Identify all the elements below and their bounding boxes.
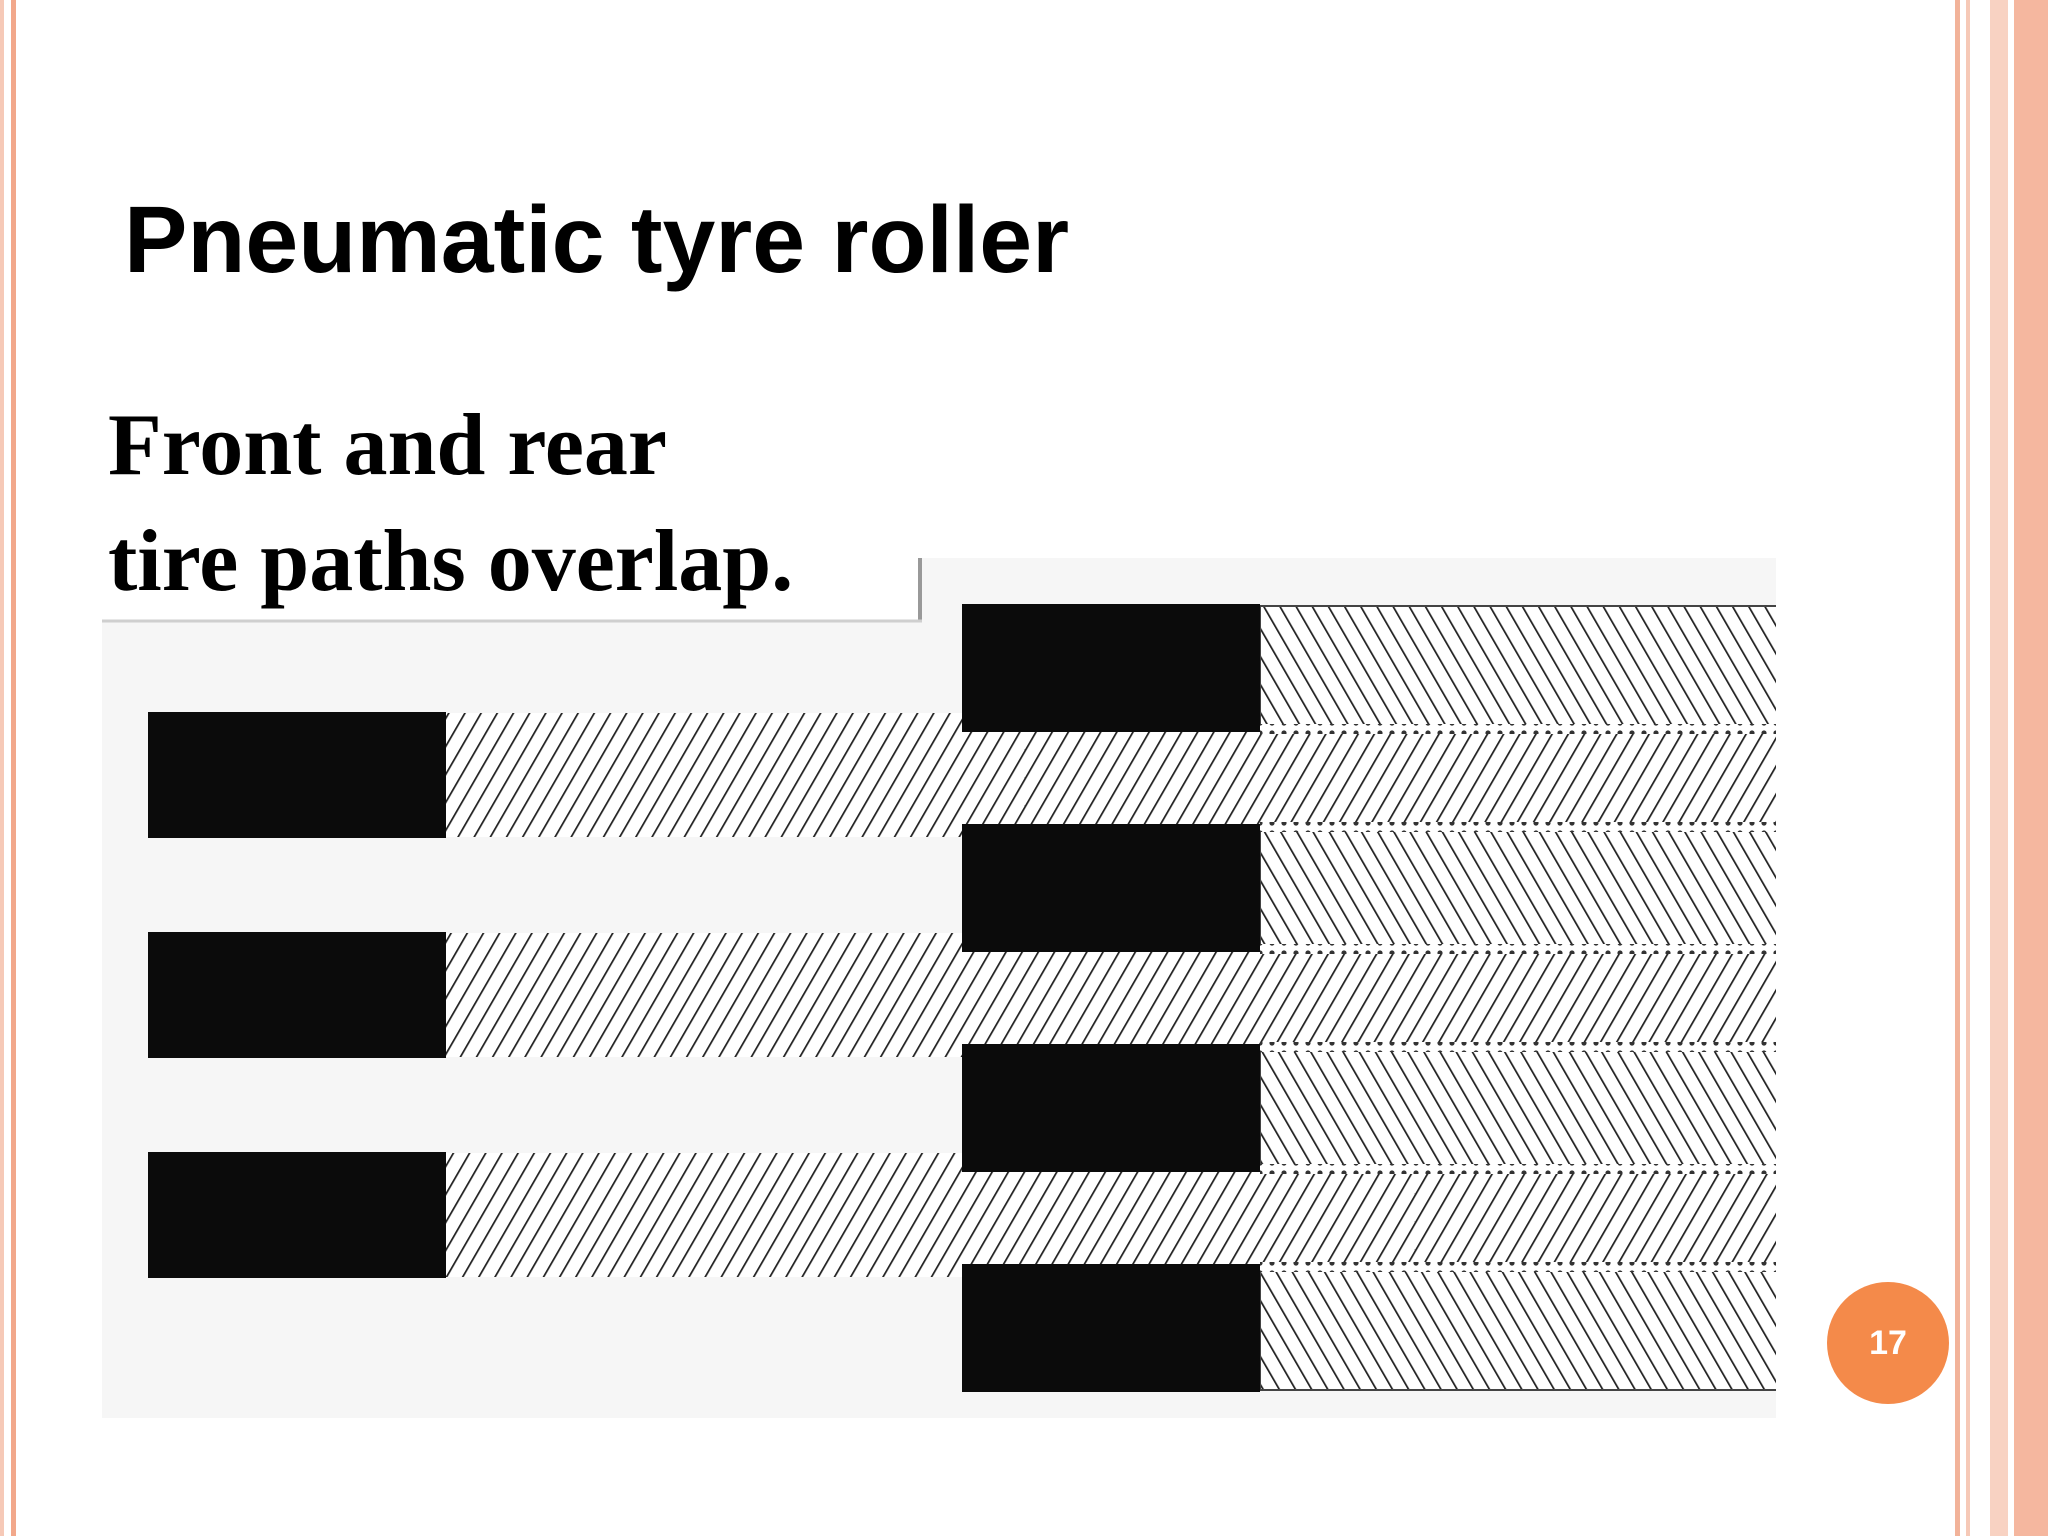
figure-caption-line-1: Front and rear (108, 397, 667, 494)
slide-border-right-band-1 (1990, 0, 2008, 1536)
rear-tire (962, 1044, 1260, 1172)
slide-title: Pneumatic tyre roller (124, 187, 1070, 293)
caption-backdrop (102, 388, 922, 620)
rear-tire (962, 1264, 1260, 1392)
slide-border-right-line-1 (1955, 0, 1960, 1536)
overlap-band (1260, 822, 1776, 832)
slide-border-left-inner (11, 0, 16, 1536)
overlap-band (1260, 1042, 1776, 1052)
slide-border-right-line-2 (1966, 0, 1970, 1536)
rear-tire-path (1259, 1265, 1776, 1391)
rear-tire-path (1259, 825, 1776, 951)
front-tire (148, 1152, 446, 1278)
slide-border-left-outer (0, 0, 4, 1536)
slide-number: 17 (1869, 1323, 1907, 1362)
rear-tire (962, 824, 1260, 952)
figure-caption-line-2: tire paths overlap. (108, 513, 794, 610)
overlap-band (1260, 944, 1776, 954)
overlap-band (1260, 724, 1776, 734)
overlap-band (1260, 1262, 1776, 1272)
figure-caption: Front and rear tire paths overlap. (108, 388, 793, 620)
rear-tire (962, 604, 1260, 732)
front-tire (148, 712, 446, 838)
overlap-band (1260, 1164, 1776, 1174)
tire-paths-group (148, 604, 1776, 1392)
rear-tire-path (1259, 605, 1776, 731)
rear-tire-path (1259, 1045, 1776, 1171)
slide-border-right-band-2 (2014, 0, 2048, 1536)
front-tire (148, 932, 446, 1058)
tire-path-svg (102, 388, 1776, 1418)
slide-number-badge: 17 (1827, 1282, 1949, 1404)
tire-path-diagram: Front and rear tire paths overlap. (102, 388, 1776, 1418)
